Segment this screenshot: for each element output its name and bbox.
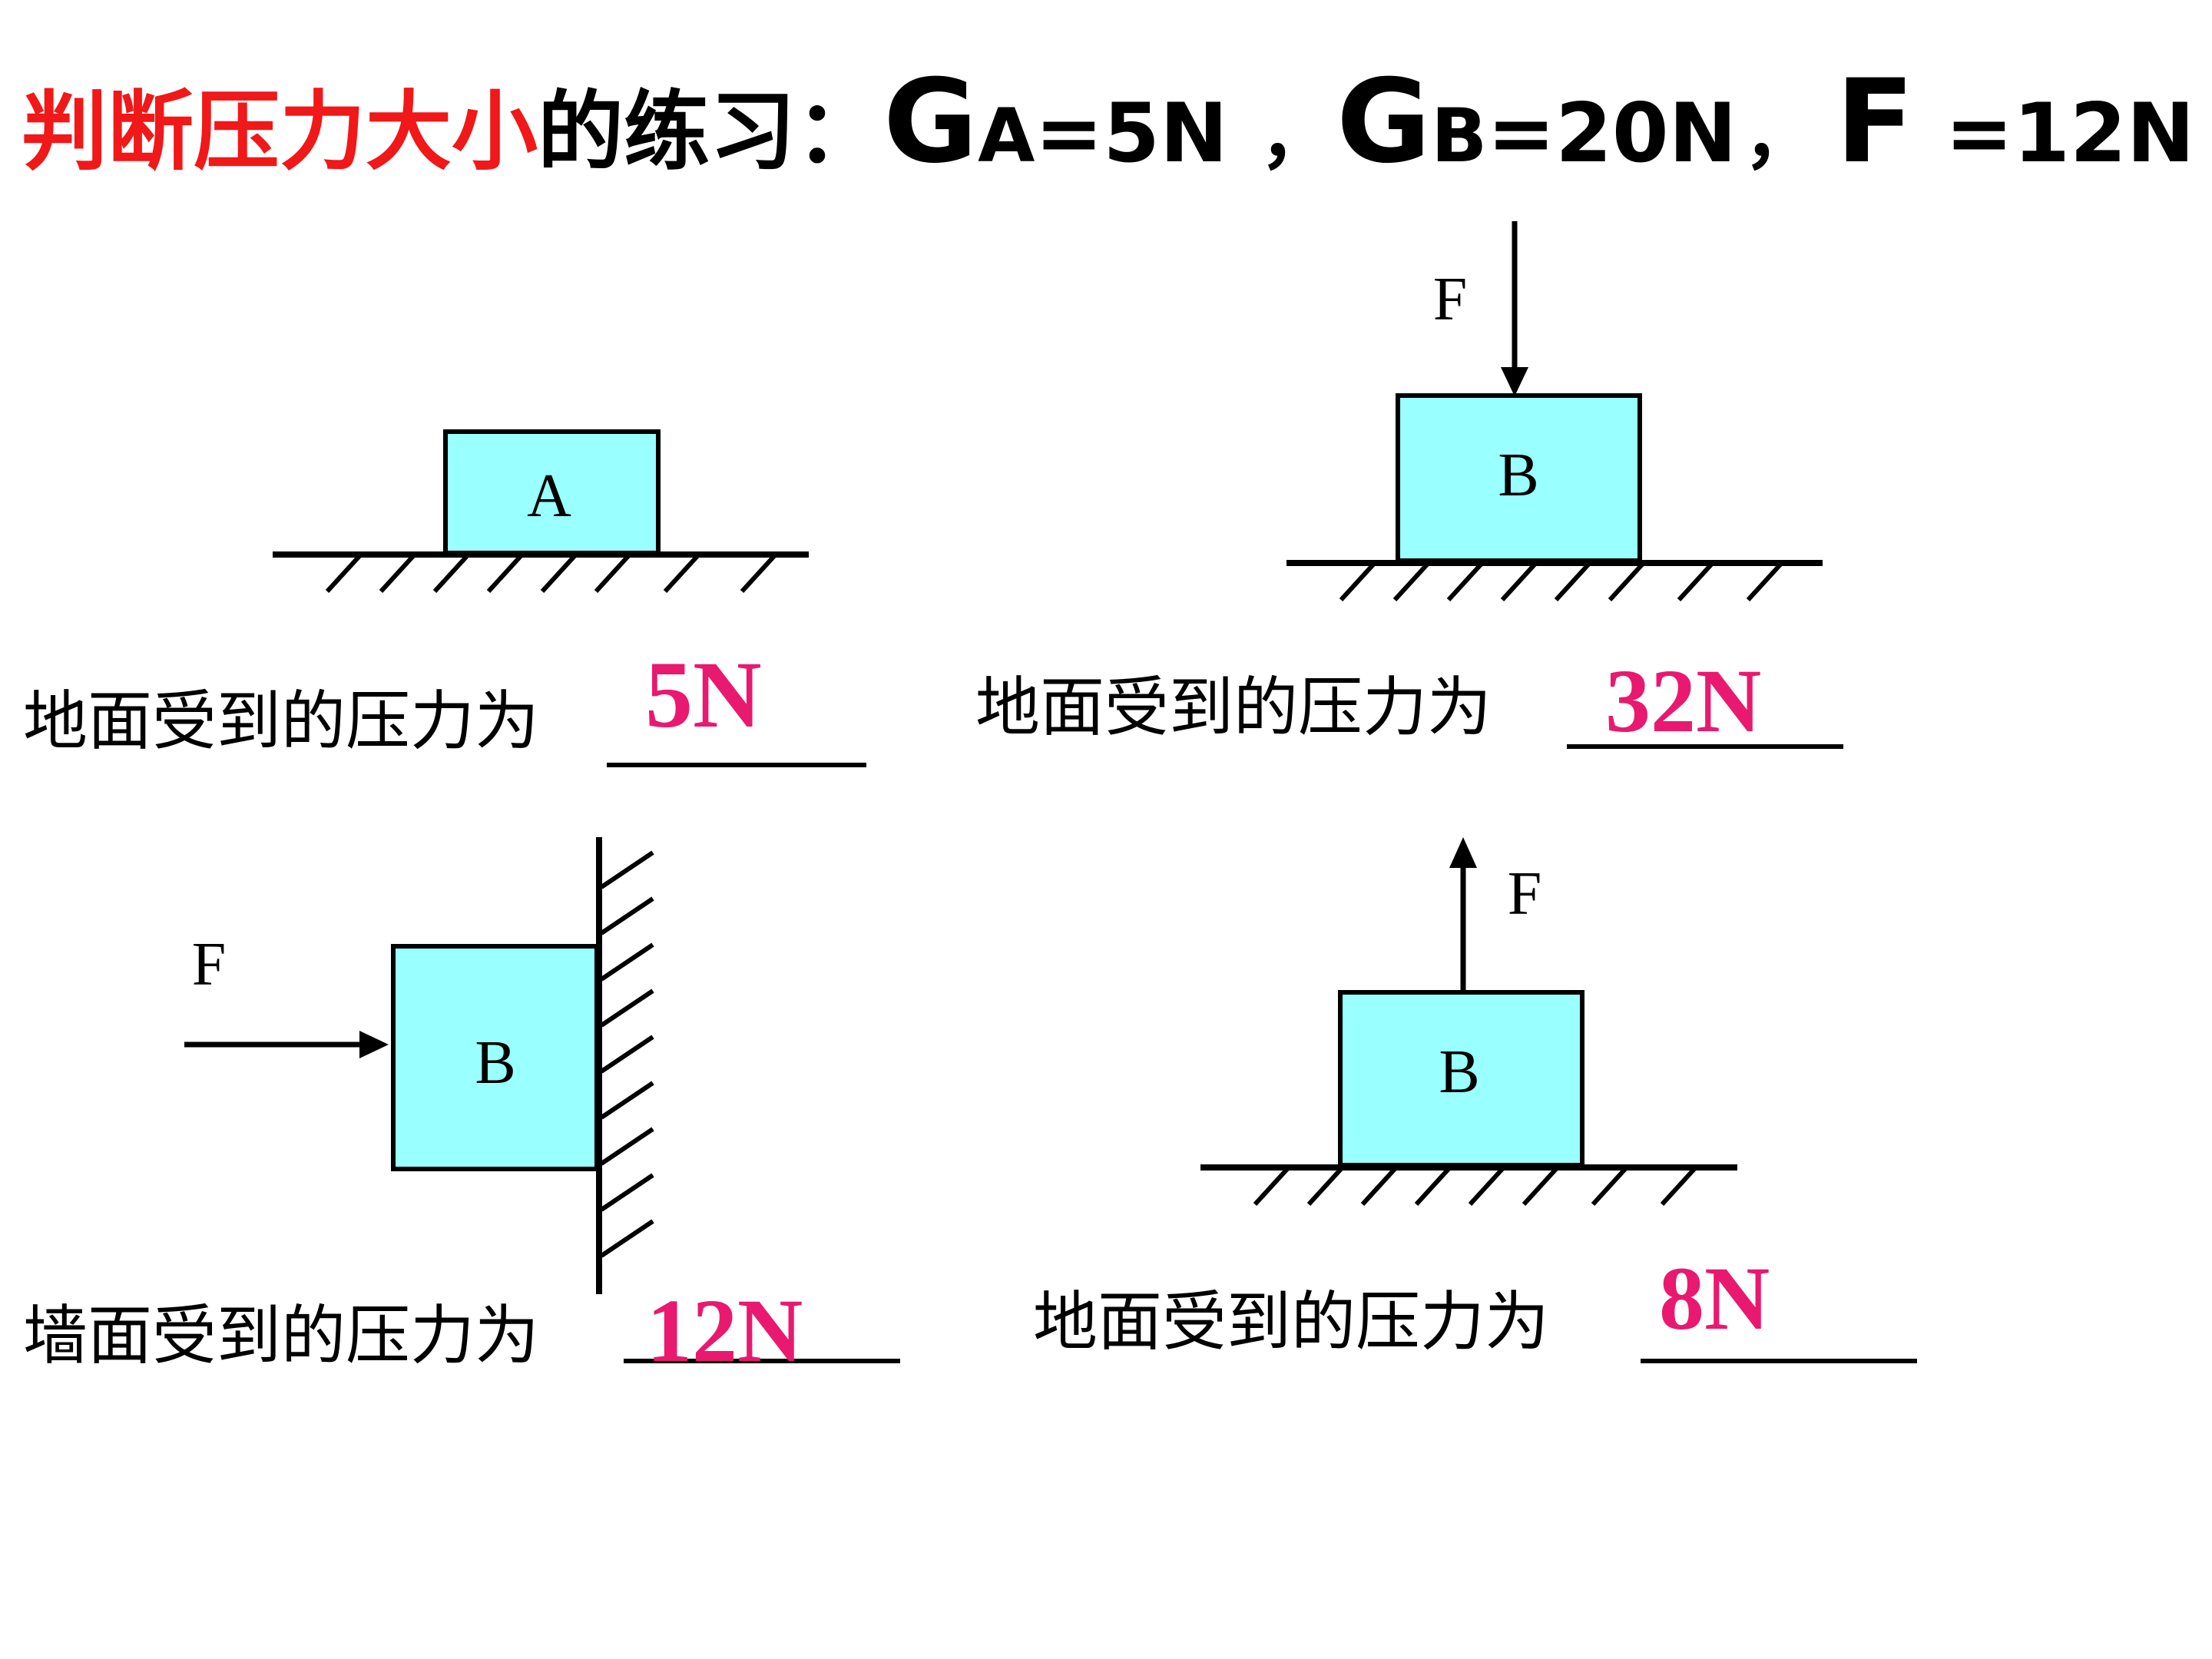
wall-hatch [600, 850, 654, 1258]
ground-hatch-1 [325, 554, 777, 594]
title-ga-letter: G [883, 55, 978, 189]
title-ga-value: =5N [1035, 86, 1227, 180]
title-sep-1: ， [1260, 93, 1333, 179]
panel-3: F B 墙面受到的压力为 12N [23, 837, 900, 1381]
answer-1: 5N [645, 642, 762, 747]
answer-2: 32N [1605, 651, 1761, 751]
title-gb-letter: G [1336, 55, 1431, 189]
ground-hatch-2 [1339, 562, 1783, 602]
prompt-2: 地面受到的压力为 [975, 670, 1492, 745]
title-gb-value: =20N [1487, 86, 1737, 180]
block-a-label: A [527, 462, 571, 530]
title-gb: GB=20N [1336, 55, 1737, 189]
force-arrow-up-head [1449, 837, 1477, 868]
title-prefix-red: 判断压力大小 [22, 82, 538, 182]
title-f-value: =12N [1945, 86, 2194, 180]
title-ga: GA=5N [883, 55, 1228, 189]
force-arrow-down-head [1501, 367, 1528, 396]
block-b-label-4: B [1439, 1038, 1479, 1106]
panel-2: F B 地面受到的压力为 32N [975, 221, 1843, 751]
title-f: F =12N [1836, 55, 2195, 189]
block-b-label-2: B [1498, 442, 1538, 509]
answer-3: 12N [647, 1280, 803, 1381]
force-label-2: F [1433, 266, 1468, 333]
page-title: 判断压力大小的练习： [22, 82, 882, 182]
force-label-3: F [192, 931, 227, 998]
block-b-2 [1396, 393, 1642, 563]
prompt-4: 地面受到的压力为 [1033, 1284, 1549, 1359]
prompt-3: 墙面受到的压力为 [23, 1298, 539, 1373]
ground-hatch-4 [1253, 1167, 1697, 1207]
title-sep-2: ， [1743, 93, 1817, 179]
force-label-4: F [1508, 860, 1542, 928]
title-ga-sub: A [978, 93, 1035, 179]
block-b-label-3: B [475, 1029, 515, 1097]
title-prefix-black: 的练习： [538, 82, 882, 182]
block-a [443, 429, 661, 555]
prompt-1: 地面受到的压力为 [23, 684, 539, 759]
title-gb-sub: B [1431, 93, 1487, 179]
answer-4: 8N [1659, 1248, 1770, 1349]
panel-4: F B 地面受到的压力为 8N [1033, 837, 1917, 1363]
force-arrow-right-head [359, 1031, 389, 1058]
title-f-letter: F [1836, 55, 1914, 189]
panel-1: A 地面受到的压力为 5N [23, 429, 866, 767]
